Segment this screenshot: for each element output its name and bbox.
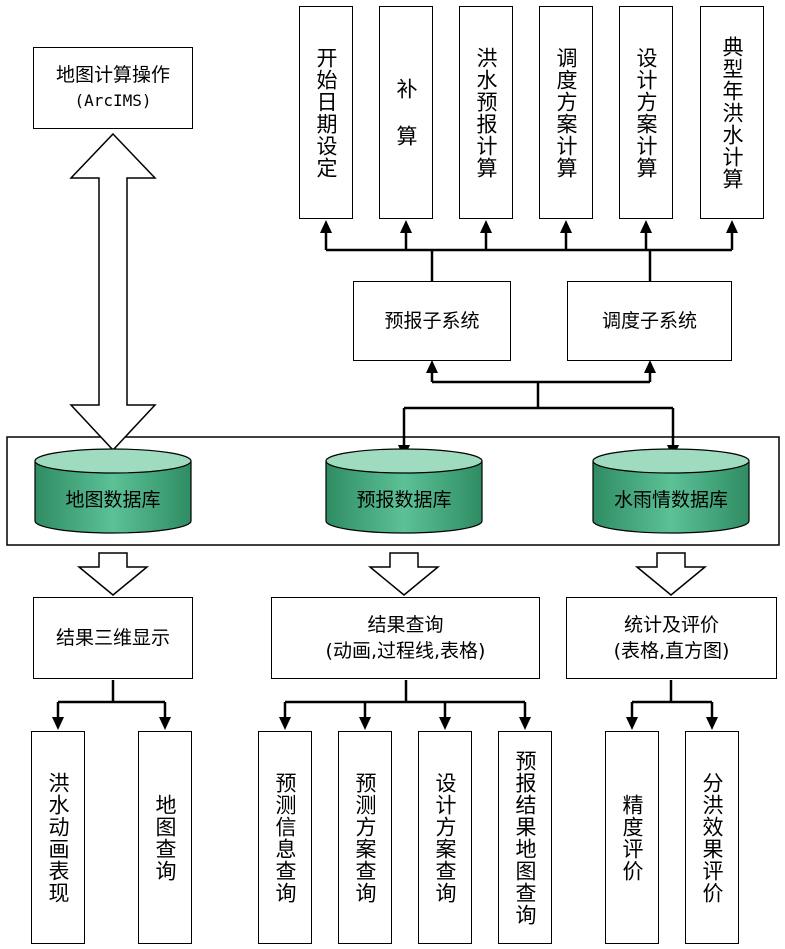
map-query-label: 地图查询 xyxy=(153,793,177,882)
top-connectors xyxy=(324,232,734,281)
forecast-subsystem-box: 预报子系统 xyxy=(353,281,511,361)
stats-eval-subtitle: (表格,直方图) xyxy=(613,640,730,662)
result-query-title: 结果查询 xyxy=(367,614,444,636)
forecast-plan-query-box: 预测方案查询 xyxy=(338,731,392,944)
forecast-plan-query-label: 预测方案查询 xyxy=(353,771,377,904)
top-arrowheads xyxy=(320,220,738,233)
supplement-calc-label: 补 算 xyxy=(394,78,418,147)
forecast-info-query-box: 预测信息查询 xyxy=(258,731,312,944)
bottom-arrowheads xyxy=(52,717,718,730)
forecast-db-down-arrow xyxy=(367,552,441,596)
forecast-database-label: 预报数据库 xyxy=(356,488,452,511)
map-ops-subtitle: (ArcIMS) xyxy=(74,91,152,110)
design-plan-calc-box: 设计方案计算 xyxy=(619,6,673,219)
accuracy-eval-label: 精度评价 xyxy=(620,793,644,882)
result-3d-display-box: 结果三维显示 xyxy=(33,597,193,679)
start-date-box: 开始日期设定 xyxy=(299,6,353,219)
rain-db-down-arrow xyxy=(634,552,708,596)
dispatch-plan-calc-label: 调度方案计算 xyxy=(554,46,578,179)
design-plan-calc-label: 设计方案计算 xyxy=(634,46,658,179)
result-query-box: 结果查询 (动画,过程线,表格) xyxy=(271,597,540,679)
map-database-label: 地图数据库 xyxy=(65,488,161,511)
diversion-effect-eval-label: 分洪效果评价 xyxy=(700,771,724,904)
bottom-connectors xyxy=(56,680,714,718)
design-plan-query-label: 设计方案查询 xyxy=(433,771,457,904)
dispatch-plan-calc-box: 调度方案计算 xyxy=(539,6,593,219)
flood-forecast-calc-box: 洪水预报计算 xyxy=(459,6,513,219)
flood-animation-box: 洪水动画表现 xyxy=(31,731,85,944)
accuracy-eval-box: 精度评价 xyxy=(605,731,659,944)
middle-connectors xyxy=(402,372,675,445)
typical-year-flood-calc-label: 典型年洪水计算 xyxy=(720,35,744,190)
map-ops-title: 地图计算操作 xyxy=(55,64,170,86)
forecast-info-query-label: 预测信息查询 xyxy=(273,771,297,904)
supplement-calc-box: 补 算 xyxy=(379,6,433,219)
stats-eval-box: 统计及评价 (表格,直方图) xyxy=(566,597,777,679)
start-date-label: 开始日期设定 xyxy=(314,46,338,179)
database-cylinder-forecast xyxy=(325,448,483,534)
map-query-box: 地图查询 xyxy=(138,731,192,944)
design-plan-query-box: 设计方案查询 xyxy=(418,731,472,944)
dispatch-subsystem-box: 调度子系统 xyxy=(567,281,732,361)
database-container-frame xyxy=(6,436,780,546)
result-3d-display-label: 结果三维显示 xyxy=(55,627,170,649)
flood-forecast-calc-label: 洪水预报计算 xyxy=(474,46,498,179)
typical-year-flood-calc-box: 典型年洪水计算 xyxy=(700,6,764,219)
dispatch-subsystem-label: 调度子系统 xyxy=(601,310,697,332)
database-cylinder-rain xyxy=(592,448,750,534)
forecast-result-map-query-label: 预报结果地图查询 xyxy=(513,749,537,926)
stats-eval-title: 统计及评价 xyxy=(623,614,719,636)
diversion-effect-eval-box: 分洪效果评价 xyxy=(685,731,739,944)
flood-animation-label: 洪水动画表现 xyxy=(46,771,70,904)
map-db-down-arrow xyxy=(76,552,150,596)
forecast-result-map-query-box: 预报结果地图查询 xyxy=(498,731,552,944)
database-cylinder-map xyxy=(34,448,192,534)
map-ops-double-arrow xyxy=(69,132,157,452)
forecast-subsystem-label: 预报子系统 xyxy=(384,310,480,332)
result-query-subtitle: (动画,过程线,表格) xyxy=(325,640,486,662)
map-ops-box: 地图计算操作 (ArcIMS) xyxy=(33,47,193,129)
rain-database-label: 水雨情数据库 xyxy=(613,488,728,511)
